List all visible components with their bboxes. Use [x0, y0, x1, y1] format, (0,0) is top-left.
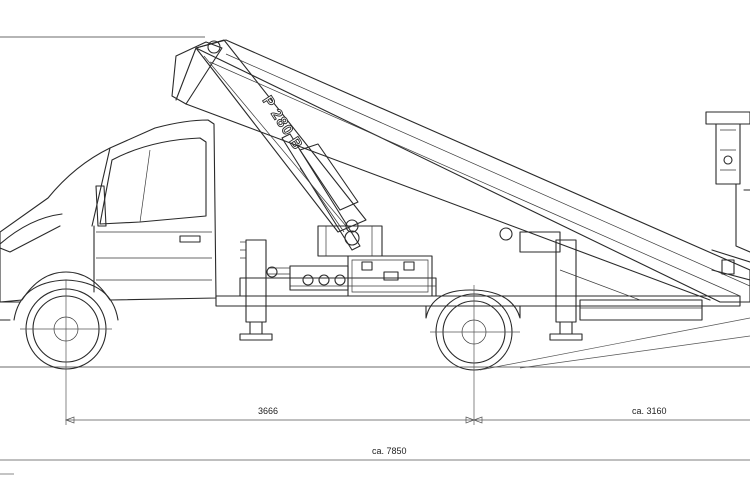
- dimension-overall-length: ca. 7850: [0, 446, 750, 461]
- front-wheel: [13, 279, 119, 425]
- dimension-rear-overhang: ca. 3160: [473, 406, 750, 424]
- main-boom: [175, 39, 750, 321]
- hydraulic-unit: [266, 265, 349, 291]
- turret: [317, 225, 383, 257]
- work-basket: [705, 111, 750, 281]
- upper-arm: P 280 B: [171, 39, 367, 251]
- rear-wheel: [430, 285, 520, 425]
- model-label: P 280 B: [259, 93, 306, 153]
- truck-cab: [0, 119, 217, 321]
- rear-overhang-dimension: ca. 3160: [632, 406, 667, 416]
- storage-box: [347, 255, 433, 297]
- rear-outrigger: [549, 239, 583, 341]
- front-outrigger: [239, 239, 273, 341]
- overall-length-dimension: ca. 7850: [372, 446, 407, 456]
- chassis-frame: [215, 277, 741, 319]
- dimension-extension-lines: [0, 317, 750, 475]
- wheelbase-dimension: 3666: [258, 406, 278, 416]
- ground-line: [0, 36, 750, 368]
- dimension-wheelbase: 3666: [65, 406, 475, 424]
